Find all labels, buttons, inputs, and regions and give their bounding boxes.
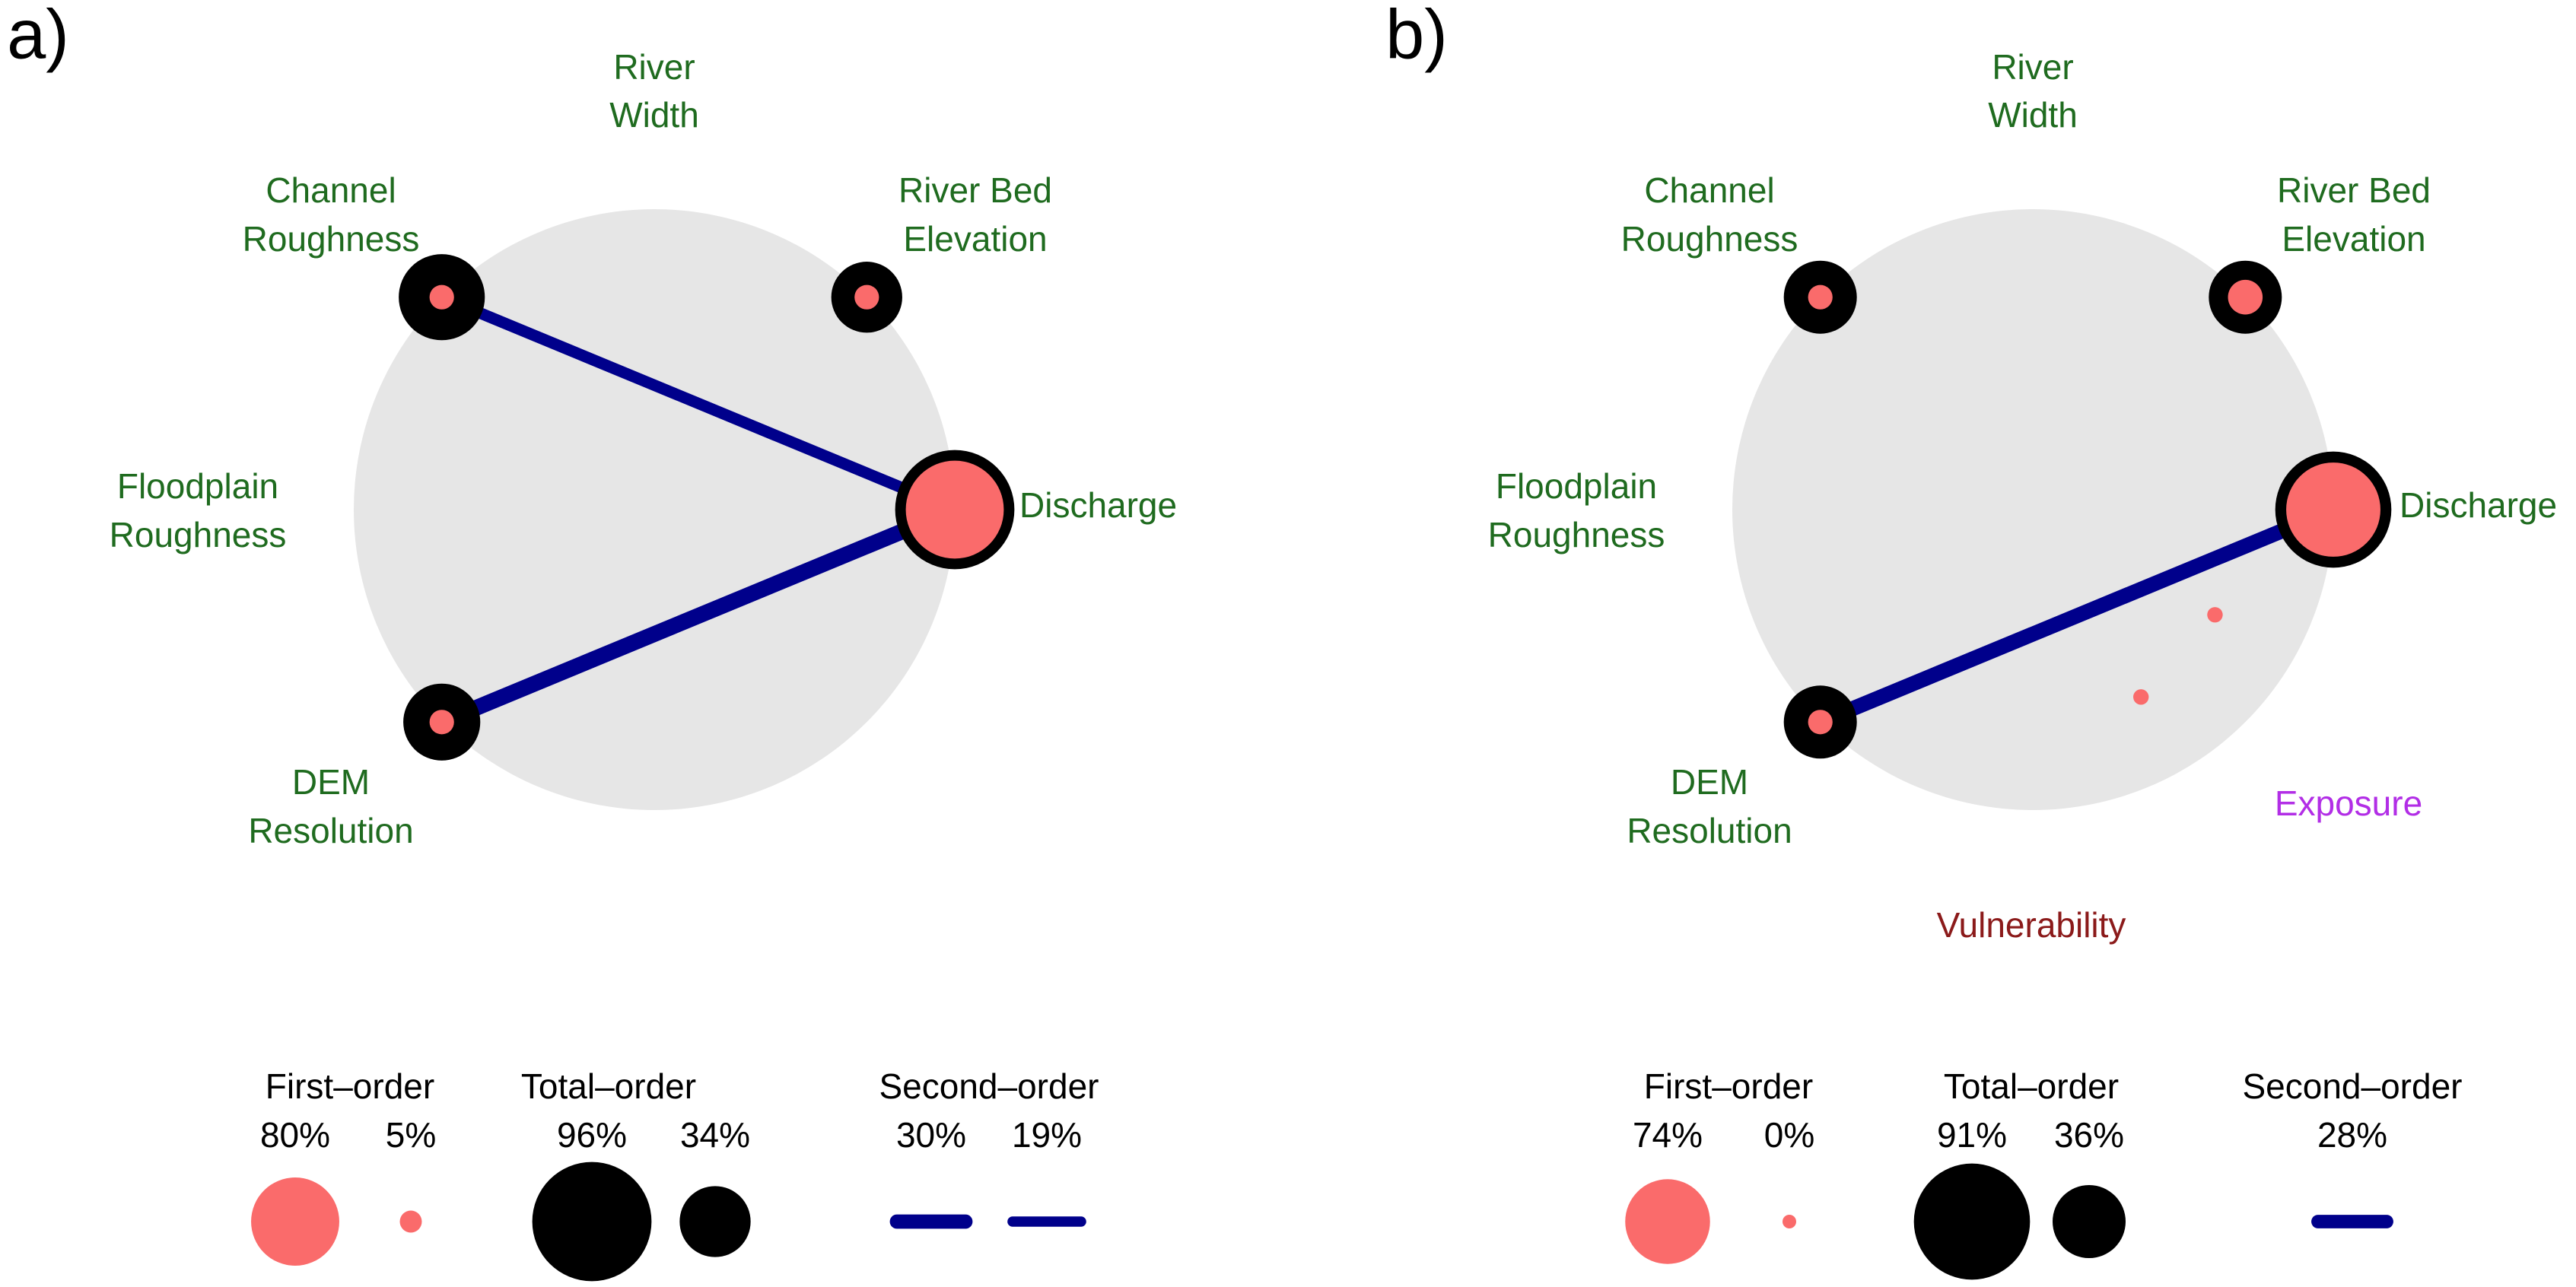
second-order-links <box>1817 502 2336 729</box>
legend-first-order-circle <box>399 1210 422 1233</box>
label-dem_resolution: Resolution <box>248 811 413 850</box>
legend-total-order-circle <box>1913 1163 2031 1280</box>
first-order-circle-vulnerability <box>2133 689 2149 705</box>
first-order-circle-discharge <box>2286 462 2380 557</box>
legend-first-order-value: 74% <box>1633 1115 1703 1155</box>
legend-first-order-title: First–order <box>1644 1066 1813 1106</box>
legend-first-order-circle <box>1783 1215 1796 1228</box>
label-channel_roughness: Roughness <box>1621 219 1798 259</box>
legend-first-order-value: 80% <box>260 1115 330 1155</box>
first-order-circle-dem_resolution <box>429 710 454 735</box>
label-discharge: Discharge <box>1019 485 1177 525</box>
legend-second-order-value: 28% <box>2317 1115 2387 1155</box>
first-order-circle-river_bed_elevation <box>2228 279 2263 315</box>
label-discharge: Discharge <box>2399 485 2557 525</box>
first-order-circle-dem_resolution <box>1808 710 1833 735</box>
variable-nodes <box>399 254 1015 761</box>
label-river_width: River <box>1992 47 2073 87</box>
label-channel_roughness: Channel <box>266 170 396 210</box>
label-river_width: Width <box>1988 95 2078 135</box>
legend: First–order 80% 5% Total–order 96% 34% Second–… <box>251 1066 1099 1282</box>
label-river_width: Width <box>609 95 699 135</box>
label-dem_resolution: DEM <box>1671 762 1748 802</box>
legend-first-order-value: 5% <box>386 1115 436 1155</box>
legend: First–order 74% 0% Total–order 91% 36% Second–… <box>1625 1066 2463 1280</box>
first-order-circle-river_bed_elevation <box>854 284 879 310</box>
sensitivity-disk <box>1732 209 2333 810</box>
label-river_width: River <box>613 47 695 87</box>
label-floodplain_roughness: Floodplain <box>117 466 278 506</box>
legend-total-order-value: 91% <box>1937 1115 2007 1155</box>
legend-total-order-value: 34% <box>680 1115 750 1155</box>
second-order-line-dem_resolution <box>1817 502 2336 729</box>
variable-nodes <box>1783 260 2392 759</box>
legend-total-order-value: 96% <box>557 1115 627 1155</box>
second-order-line-dem_resolution <box>438 502 958 729</box>
label-channel_roughness: Roughness <box>243 219 420 259</box>
legend-total-order-circle <box>532 1161 652 1282</box>
label-river_bed_elevation: Elevation <box>903 219 1047 259</box>
legend-second-order-title: Second–order <box>879 1066 1099 1106</box>
panel-label: b) <box>1385 0 1448 73</box>
first-order-circle-exposure <box>2207 607 2223 623</box>
legend-first-order-title: First–order <box>266 1066 434 1106</box>
legend-second-order-title: Second–order <box>2243 1066 2463 1106</box>
legend-total-order-circle <box>2053 1185 2126 1258</box>
legend-total-order-value: 36% <box>2054 1115 2124 1155</box>
legend-total-order-title: Total–order <box>1944 1066 2119 1106</box>
sensitivity-disk <box>354 209 955 810</box>
label-dem_resolution: Resolution <box>1627 811 1792 850</box>
legend-first-order-circle <box>251 1177 339 1266</box>
legend-second-order-value: 30% <box>896 1115 966 1155</box>
label-floodplain_roughness: Roughness <box>110 515 287 555</box>
panel-label: a) <box>7 0 69 73</box>
legend-total-order-circle <box>679 1186 751 1257</box>
label-river_bed_elevation: River Bed <box>898 170 1052 210</box>
label-river_bed_elevation: River Bed <box>2277 170 2431 210</box>
label-floodplain_roughness: Floodplain <box>1496 466 1657 506</box>
first-order-circle-channel_roughness <box>1808 284 1833 310</box>
second-order-line-channel_roughness <box>439 291 957 515</box>
label-dem_resolution: DEM <box>292 762 370 802</box>
label-river_bed_elevation: Elevation <box>2282 219 2425 259</box>
legend-first-order-value: 0% <box>1764 1115 1814 1155</box>
legend-total-order-title: Total–order <box>521 1066 696 1106</box>
first-order-circle-discharge <box>905 460 1004 559</box>
first-order-circle-channel_roughness <box>429 284 454 310</box>
second-order-links <box>438 291 958 729</box>
label-vulnerability: Vulnerability <box>1937 905 2126 945</box>
legend-first-order-circle <box>1625 1179 1710 1264</box>
label-channel_roughness: Channel <box>1644 170 1774 210</box>
label-exposure: Exposure <box>2275 783 2422 823</box>
label-floodplain_roughness: Roughness <box>1488 515 1665 555</box>
legend-second-order-value: 19% <box>1012 1115 1082 1155</box>
